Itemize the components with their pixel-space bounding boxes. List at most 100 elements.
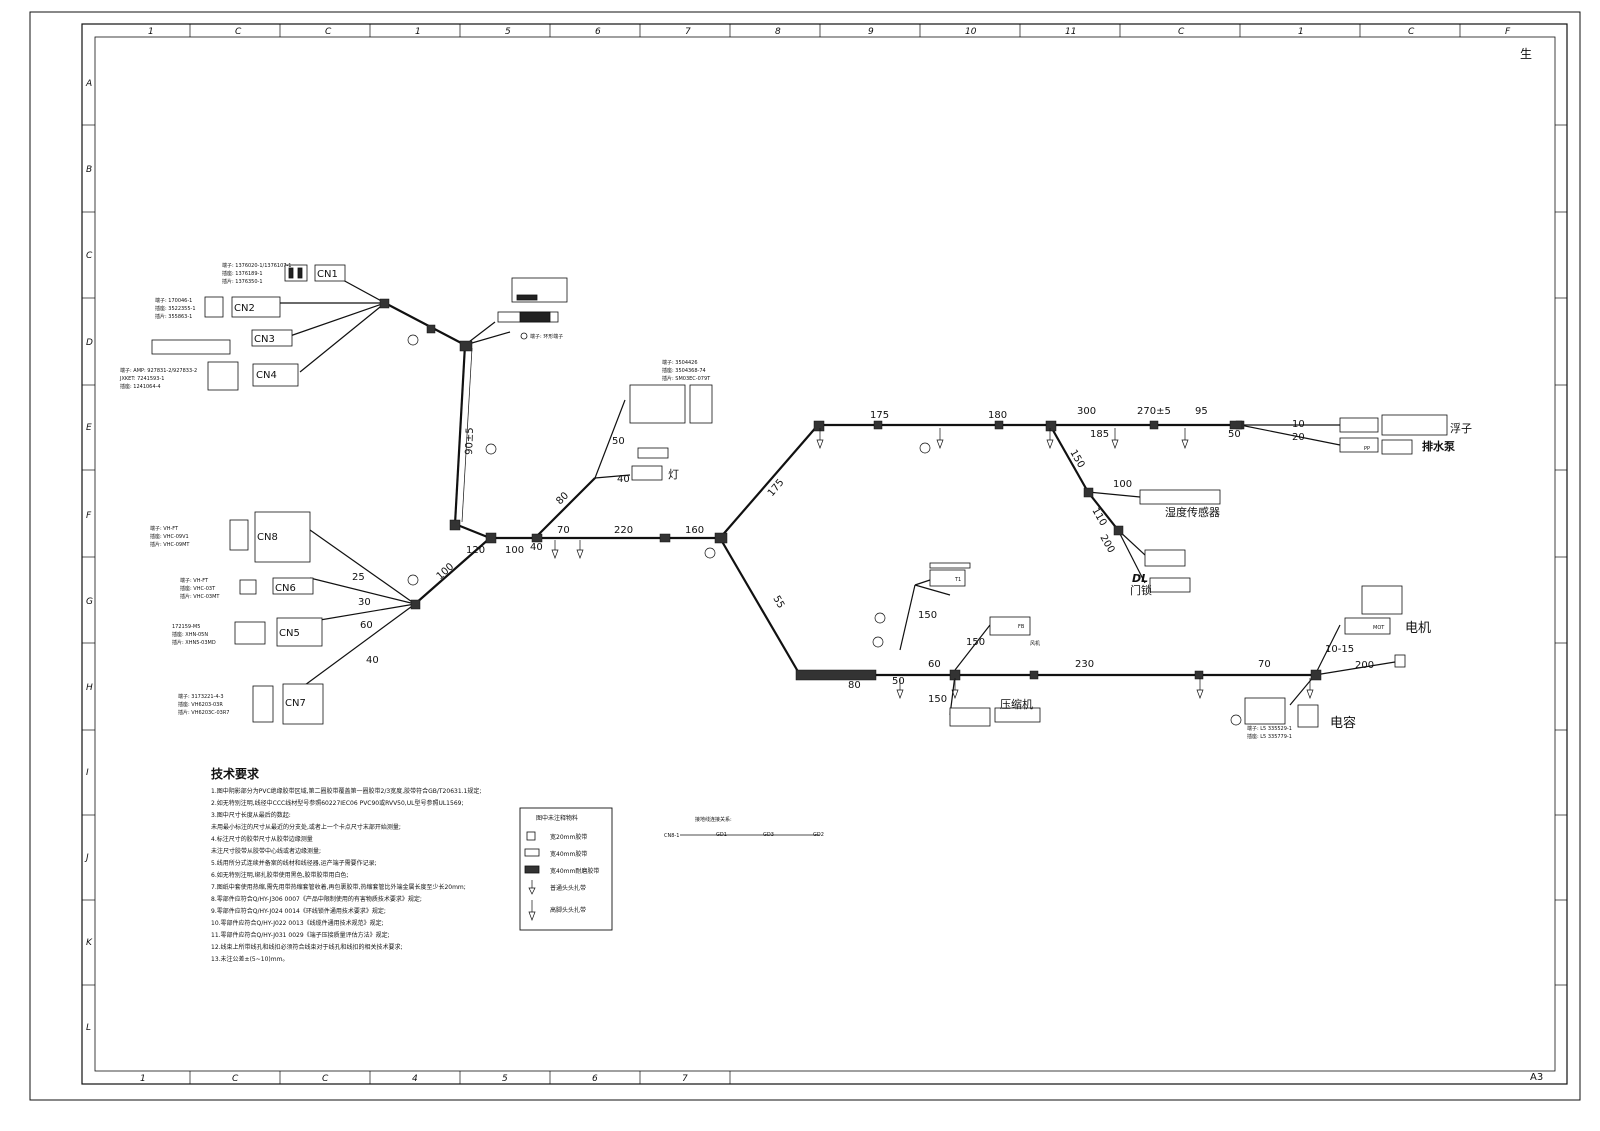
float-and-drain-connectors: PP 浮子 排水泵 xyxy=(1339,414,1472,455)
dim-200: 200 xyxy=(1097,533,1116,555)
zone-top-4: 1 xyxy=(415,27,421,37)
tech-line-1: 1.图中阴影部分为PVC绝缘胶带区域,第二圈胶带覆盖第一圈胶带2/3宽度,胶带符… xyxy=(211,787,481,795)
zone-top-2: C xyxy=(235,27,242,37)
row-left-i: I xyxy=(86,768,89,778)
row-left-l: L xyxy=(86,1023,91,1033)
tech-line-7: 5.线用所分式连续并备案的线材和线径器,运产端子需要作记录; xyxy=(211,859,377,867)
ground-node-3: GD3 xyxy=(763,832,774,838)
dim-100-a: 100 xyxy=(435,561,457,582)
fan-connector: FB 风机 xyxy=(989,616,1040,647)
dim-150-d: 150 xyxy=(928,694,947,705)
legend-title: 图中未注释物料 xyxy=(536,814,578,822)
dim-60: 60 xyxy=(928,659,941,670)
dim-10-15: 10-15 xyxy=(1325,644,1354,655)
tape-markers xyxy=(379,298,1322,681)
dim-10: 10 xyxy=(1292,419,1305,430)
dim-70-b: 70 xyxy=(1258,659,1271,670)
tech-line-15: 13.未注公差±(5~10)mm。 xyxy=(211,955,288,963)
fan-label: 风机 xyxy=(1030,640,1040,647)
connector-cn1: CN1 端子: 1376020-1/1376107-1 插座: 1376189-… xyxy=(222,262,346,285)
dim-230: 230 xyxy=(1075,659,1094,670)
cn4-right-note-1: 端子: 3504426 xyxy=(662,359,698,366)
t1-label: T1 xyxy=(954,577,961,583)
zone-top-1: 1 xyxy=(148,27,154,37)
capacitor-label: 电容 xyxy=(1330,715,1356,731)
tech-line-5: 4.标注尺寸的胶带尺寸从胶带边缘测量 xyxy=(211,835,313,843)
dimension-labels: 90±5 100 100 120 70 220 160 80 40 50 40 … xyxy=(352,406,1374,705)
zone-top-14: C xyxy=(1408,27,1415,37)
row-left-c: C xyxy=(86,251,93,261)
cn4-note-3: 插座: 1241064-4 xyxy=(120,383,161,390)
zone-bottom-4: 4 xyxy=(412,1074,418,1084)
dim-50-c: 50 xyxy=(892,676,905,687)
zone-bottom-5: 5 xyxy=(502,1074,508,1084)
row-left-d: D xyxy=(86,338,93,348)
dim-150-b: 150 xyxy=(918,610,937,621)
cn4-right-note-3: 插片: SM03EC-079T xyxy=(662,375,711,382)
cn7-note-1: 端子: 3173221-4-3 xyxy=(178,693,224,700)
dim-160: 160 xyxy=(685,525,704,536)
connector-cn3: CN3 xyxy=(151,329,293,355)
legend-box: 图中未注释物料 宽20mm胶带 宽40mm胶带 宽40mm耐磨胶带 普通头头扎带… xyxy=(519,807,613,931)
wire-harness xyxy=(280,272,1396,716)
connector-cn7: CN7 端子: 3173221-4-3 插座: VH6203-03R 插片: V… xyxy=(178,683,324,725)
row-left-f: F xyxy=(86,511,92,521)
dim-70: 70 xyxy=(557,525,570,536)
connector-cn5: CN5 172159-M5 插座: XHN-05N 插片: XHN5-03MD xyxy=(172,617,323,647)
cn5-note-2: 插座: XHN-05N xyxy=(172,631,208,638)
cn8-label: CN8 xyxy=(257,532,278,543)
dim-100-c: 100 xyxy=(1113,479,1132,490)
cn1-label: CN1 xyxy=(317,269,338,280)
zone-top-6: 6 xyxy=(595,27,601,37)
dim-40-c: 40 xyxy=(617,474,630,485)
humidity-sensor: 湿度传感器 xyxy=(1139,489,1221,519)
callout-circles xyxy=(407,334,1242,726)
connector-cn6: CN6 端子: VH-FT 插座: VHC-03T 插片: VHC-03MT xyxy=(180,577,314,600)
zone-bottom-6: 6 xyxy=(592,1074,598,1084)
cn1-note-1: 端子: 1376020-1/1376107-1 xyxy=(222,262,291,269)
zone-top-8: 8 xyxy=(775,27,781,37)
t1-connector: T1 xyxy=(929,562,971,587)
row-left-k: K xyxy=(86,938,93,948)
zone-top-3: C xyxy=(325,27,332,37)
dim-100-b: 100 xyxy=(505,545,524,556)
ground-node-4: GD2 xyxy=(813,832,824,838)
cn6-note-2: 插座: VHC-03T xyxy=(180,585,216,592)
dim-50-b: 50 xyxy=(1228,429,1241,440)
dim-60-b: 60 xyxy=(360,620,373,631)
cn6-label: CN6 xyxy=(275,583,296,594)
dim-200-b: 200 xyxy=(1355,660,1374,671)
cn2-label: CN2 xyxy=(234,303,255,314)
connector-cn2: CN2 端子: 170046-1 插座: 3522355-1 插片: 35586… xyxy=(155,296,281,320)
tech-line-12: 10.零部件应符合Q/HY-J022 0013《线缆件通用技术规范》规定; xyxy=(211,919,384,927)
tech-line-14: 12.线束上所带线孔和线扣必须符合线束对于线孔和线扣的相关技术要求; xyxy=(211,943,403,951)
sheet-size-label: A3 xyxy=(1530,1072,1543,1083)
lamp-label: 灯 xyxy=(668,468,679,481)
cn2-note-1: 端子: 170046-1 xyxy=(155,297,192,304)
ground-node-1: CN8-1 xyxy=(664,833,679,839)
cn5-note-1: 172159-M5 xyxy=(172,624,200,630)
dim-150-c: 150 xyxy=(966,637,985,648)
ring-terminal-note: 端子: 环形端子 xyxy=(530,333,563,340)
drawing-frame: 1 C C 1 5 6 7 8 9 10 11 C 1 C F 1 C C 4 … xyxy=(29,11,1581,1101)
ground-chain: 接地线连接关系: CN8-1 GD1 GD3 GD2 xyxy=(664,816,824,839)
tech-line-13: 11.零部件应符合Q/HY-J031 0029《端子压接质量评估方法》规定; xyxy=(211,931,390,939)
zone-top-9: 9 xyxy=(868,27,874,37)
zone-bottom-2: C xyxy=(232,1074,239,1084)
zone-top-13: 1 xyxy=(1298,27,1304,37)
cn2-note-3: 插片: 355863-1 xyxy=(155,313,192,320)
compressor-connector: 压缩机 xyxy=(949,697,1041,727)
cn1-note-3: 插片: 1376350-1 xyxy=(222,278,263,285)
cn8-note-1: 端子: VH-FT xyxy=(150,525,179,532)
tech-line-11: 9.零部件应符合Q/HY-J024 0014《环线锁件通用技术要求》规定; xyxy=(211,907,386,915)
tech-line-4: 未用最小标注的尺寸从最近的分支处,或者上一个卡点尺寸末部开始测量; xyxy=(211,823,401,831)
dim-40-b: 40 xyxy=(366,655,379,666)
lamp-connector: 灯 xyxy=(631,447,679,481)
dim-300: 300 xyxy=(1077,406,1096,417)
cn2-note-2: 插座: 3522355-1 xyxy=(155,305,196,312)
zone-bottom-3: C xyxy=(322,1074,329,1084)
tech-line-3: 3.图中尺寸长度从最后的数起: xyxy=(211,811,291,819)
legend-item-3: 宽40mm耐磨胶带 xyxy=(550,867,599,875)
cn6-note-1: 端子: VH-FT xyxy=(180,577,209,584)
compressor-label: 压缩机 xyxy=(1000,697,1033,711)
